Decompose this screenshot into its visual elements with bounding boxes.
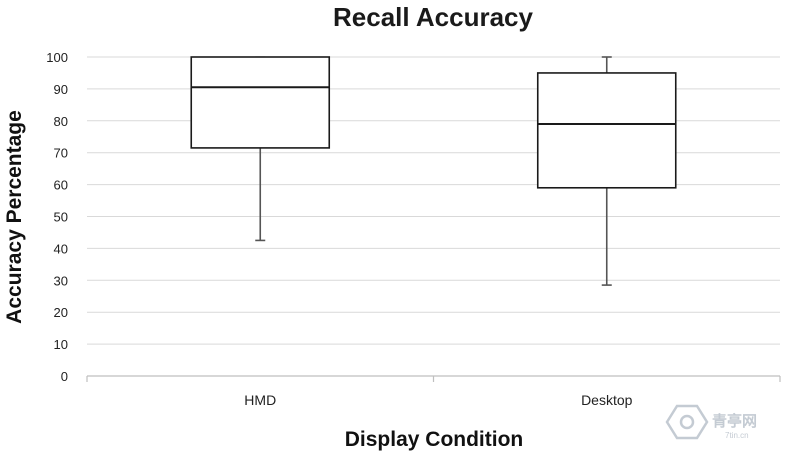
y-axis-title: Accuracy Percentage <box>3 110 26 324</box>
watermark-logo: 青亭网 7tin.cn <box>665 404 757 440</box>
y-tick-label-50: 50 <box>54 210 68 225</box>
y-tick-label-70: 70 <box>54 146 68 161</box>
category-labels: HMD Desktop <box>244 392 632 408</box>
y-tick-labels: 0 10 20 30 40 50 60 70 80 90 100 <box>46 50 68 384</box>
y-tick-label-20: 20 <box>54 305 68 320</box>
y-tick-label-90: 90 <box>54 82 68 97</box>
gridlines <box>87 56 780 345</box>
box-iqr-desktop <box>536 72 677 189</box>
box-iqr-hmd <box>190 56 331 149</box>
y-tick-label-10: 10 <box>54 337 68 352</box>
y-tick-label-100: 100 <box>46 50 68 65</box>
x-tick-label-hmd: HMD <box>244 392 276 408</box>
y-tick-label-80: 80 <box>54 114 68 129</box>
watermark-subtext: 7tin.cn <box>725 431 749 440</box>
y-tick-label-0: 0 <box>61 369 68 384</box>
box-hmd <box>190 56 331 242</box>
y-tick-label-60: 60 <box>54 178 68 193</box>
boxes <box>190 56 677 286</box>
x-axis-title: Display Condition <box>345 428 524 451</box>
box-desktop <box>536 56 677 286</box>
watermark-text: 青亭网 <box>712 412 757 430</box>
chart-title: Recall Accuracy <box>333 2 533 32</box>
x-tick-label-desktop: Desktop <box>581 392 633 408</box>
x-axis <box>86 375 781 382</box>
y-tick-label-40: 40 <box>54 241 68 256</box>
y-tick-label-30: 30 <box>54 273 68 288</box>
watermark-logo-icon <box>665 404 709 440</box>
